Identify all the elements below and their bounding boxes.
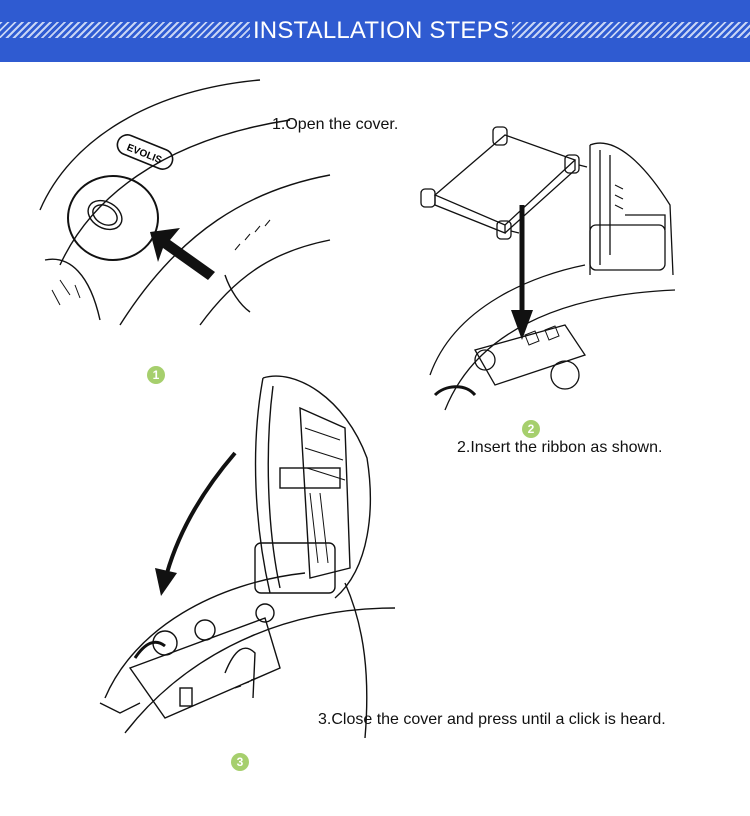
page-title: INSTALLATION STEPS xyxy=(252,17,510,44)
header-hatch-right xyxy=(512,22,750,38)
step-3-badge: 3 xyxy=(231,753,249,771)
step-3-illustration xyxy=(99,375,396,739)
step-2-text: 2.Insert the ribbon as shown. xyxy=(457,439,663,456)
header-banner: INSTALLATION STEPS xyxy=(0,0,750,62)
step-1-badge: 1 xyxy=(147,366,165,384)
step-1-illustration: EVOLIS xyxy=(39,79,331,326)
step-1-text: 1.Open the cover. xyxy=(272,116,399,133)
step-2-badge: 2 xyxy=(522,420,540,438)
step-3-text: 3.Close the cover and press until a clic… xyxy=(318,711,666,728)
header-hatch-left xyxy=(0,22,250,38)
step-2-illustration xyxy=(420,126,676,411)
